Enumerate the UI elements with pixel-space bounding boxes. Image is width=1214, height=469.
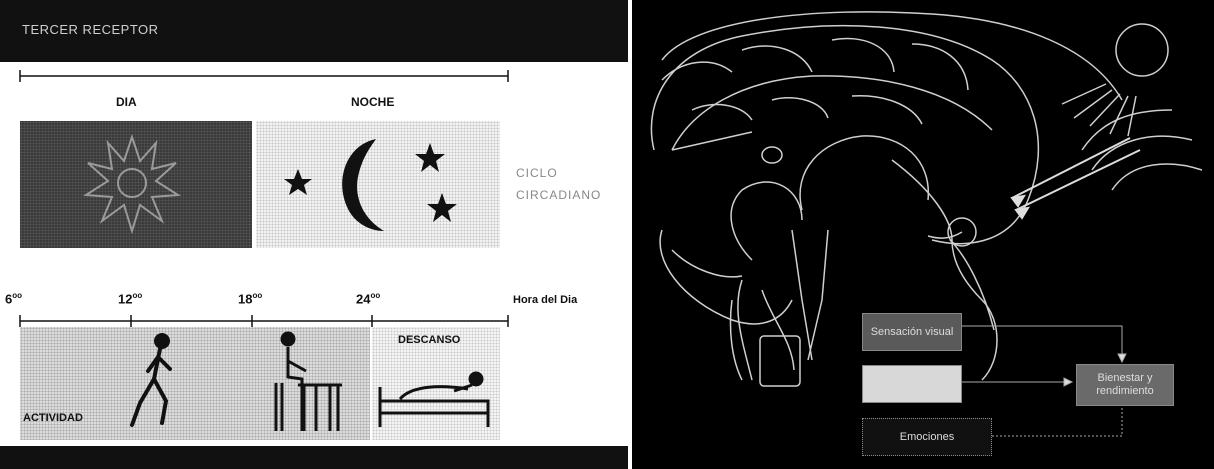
- cycle-label: CICLO CIRCADIANO: [516, 162, 601, 206]
- visual-sensation-box: Sensación visual: [862, 313, 962, 351]
- sun-icon: [20, 121, 252, 248]
- emotions-box: Emociones: [862, 418, 992, 456]
- time-6: 6oo: [5, 291, 22, 306]
- desk-worker-icon: [276, 333, 342, 431]
- time-24: 24oo: [356, 291, 380, 306]
- star-icon: [415, 143, 445, 172]
- activity-panel: ACTIVIDAD: [20, 327, 370, 440]
- night-panel: [256, 121, 500, 248]
- time-18: 18oo: [238, 291, 262, 306]
- light-arrows: [1012, 138, 1140, 218]
- blank-box: [862, 365, 962, 403]
- activity-label: ACTIVIDAD: [23, 412, 83, 424]
- day-label: DIA: [116, 95, 137, 109]
- day-panel: [20, 121, 252, 248]
- star-icon: [427, 193, 457, 222]
- star-icon: [284, 169, 312, 195]
- cycle-label-line1: CICLO: [516, 162, 601, 184]
- wellbeing-box: Bienestar y rendimiento: [1076, 364, 1174, 406]
- circadian-panel: TERCER RECEPTOR DIA NOCHE: [0, 0, 628, 469]
- cycle-label-line2: CIRCADIANO: [516, 184, 601, 206]
- bottom-bar: [0, 446, 628, 469]
- time-axis-label: Hora del Dia: [513, 294, 577, 306]
- rest-panel: DESCANSO: [372, 327, 500, 440]
- sun-icon: [1062, 24, 1168, 136]
- landscape-icon: [1082, 110, 1202, 190]
- moon-icon: [342, 139, 384, 231]
- night-label: NOCHE: [351, 95, 394, 109]
- rest-label: DESCANSO: [398, 334, 460, 346]
- brain-diagram-panel: Sensación visual Emociones Bienestar y r…: [632, 0, 1214, 469]
- time-12: 12oo: [118, 291, 142, 306]
- walking-person-icon: [132, 335, 170, 425]
